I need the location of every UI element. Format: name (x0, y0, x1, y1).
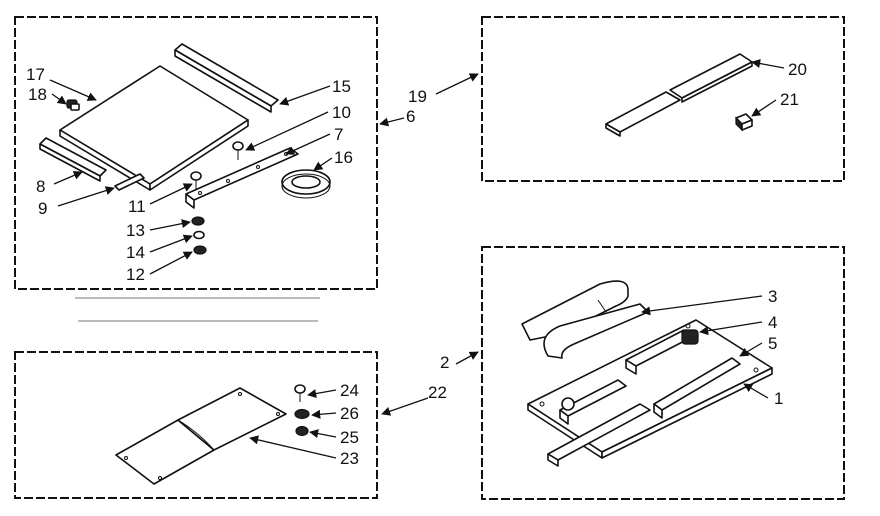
callout-20: 20 (788, 60, 807, 79)
part-21-clip (735, 113, 753, 132)
kit-6-panel: 17 18 15 10 7 16 8 9 11 13 14 12 (14, 16, 378, 290)
part-13-washer (191, 216, 205, 226)
kit-2-border (481, 246, 845, 500)
part-26-washer (294, 408, 310, 420)
callout-17: 17 (26, 65, 45, 84)
kit-19-panel: 20 21 (481, 16, 845, 182)
part-16-gasket (281, 169, 331, 199)
part-18-clip (66, 99, 80, 111)
callout-9: 9 (38, 199, 47, 218)
callout-3: 3 (768, 287, 777, 306)
part-14-washer (193, 230, 205, 240)
callout-23: 23 (340, 449, 359, 468)
front-rail (547, 403, 651, 467)
callout-24: 24 (340, 381, 359, 400)
callout-4: 4 (768, 313, 777, 332)
callout-16: 16 (334, 148, 353, 167)
part-25-nut (295, 425, 309, 437)
part-7-bracket (185, 147, 299, 209)
callout-1: 1 (774, 389, 783, 408)
part-9-trim-strip (114, 173, 145, 191)
part-5-rail (653, 357, 741, 419)
kit-22-border (14, 351, 378, 499)
callout-5: 5 (768, 334, 777, 353)
callout-25: 25 (340, 428, 359, 447)
callout-26: 26 (340, 404, 359, 423)
callout-13: 13 (126, 221, 145, 240)
switch-block (559, 379, 627, 425)
callout-10: 10 (332, 103, 351, 122)
kit-22-panel: 24 26 25 23 (14, 351, 378, 499)
part-15-trim-strip (174, 43, 279, 113)
part-20-trim-strips (605, 53, 753, 137)
callout-11: 11 (128, 197, 146, 216)
kit-2-panel: 3 4 5 1 (481, 246, 845, 500)
callout-19: 19 (408, 87, 427, 106)
part-17-cover-panel (59, 65, 249, 191)
part-4-connector (625, 329, 699, 375)
callout-14: 14 (126, 243, 145, 262)
part-8-trim-strip (39, 137, 107, 182)
callout-7: 7 (334, 125, 343, 144)
part-11-screw (190, 171, 202, 190)
callout-12: 12 (126, 265, 145, 284)
callout-2: 2 (440, 353, 449, 372)
kit-19-border (481, 16, 845, 182)
part-10-screw (232, 141, 244, 160)
callout-18: 18 (28, 85, 47, 104)
kit-6-border (14, 16, 378, 290)
callout-6: 6 (406, 107, 415, 126)
callout-21: 21 (780, 90, 799, 109)
part-3-gasket-loop (521, 280, 649, 359)
callout-15: 15 (332, 77, 351, 96)
callout-22: 22 (428, 383, 447, 402)
part-23-folded-panel (115, 387, 287, 485)
part-12-nut (193, 245, 207, 255)
part-24-screw (294, 384, 306, 402)
callout-8: 8 (36, 177, 45, 196)
